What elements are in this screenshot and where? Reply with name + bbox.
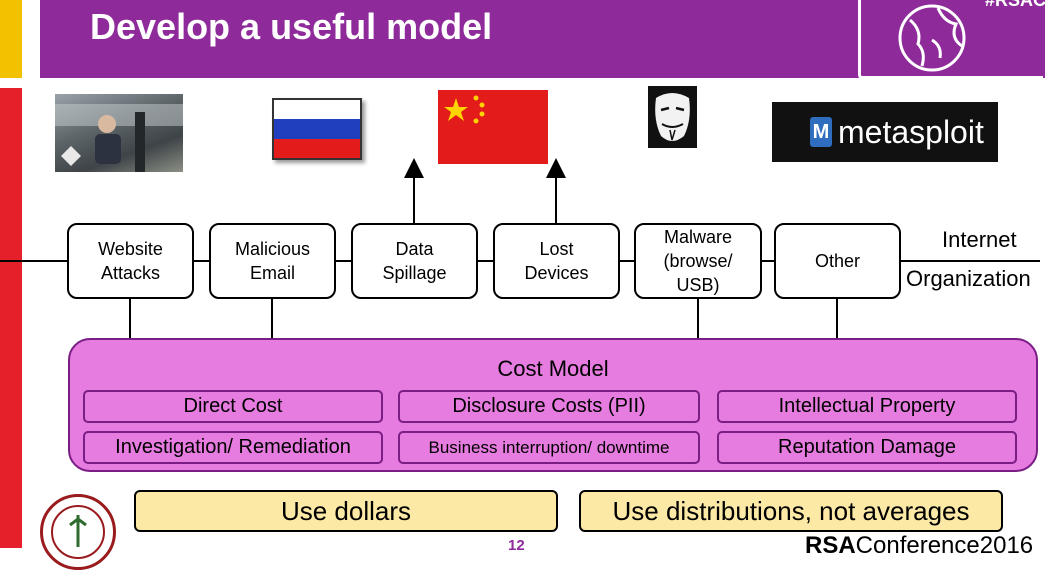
internet-label: Internet — [940, 227, 1019, 253]
cost-model-title: Cost Model — [497, 356, 609, 381]
accent-bar — [0, 0, 22, 78]
globe-frame — [858, 0, 1043, 79]
vector-lost-devices: Lost Devices — [493, 223, 620, 299]
person-photo — [55, 94, 183, 172]
cost-intellectual-property: Intellectual Property — [717, 390, 1017, 423]
conference-label: Conference2016 — [855, 532, 1034, 559]
tree-seal-icon — [51, 505, 105, 559]
rsa-brand: RSA — [805, 532, 856, 559]
slide-header — [40, 0, 1045, 78]
vector-malicious-email: Malicious Email — [209, 223, 336, 299]
organization-label: Organization — [906, 266, 1031, 291]
china-flag — [438, 90, 548, 164]
cost-direct: Direct Cost — [83, 390, 383, 423]
vector-website-attacks: Website Attacks — [67, 223, 194, 299]
rsa-conference-logo: RSAConference2016 — [805, 532, 1033, 560]
cost-investigation: Investigation/ Remediation — [83, 431, 383, 464]
guy-fawkes-mask-icon — [655, 93, 690, 141]
university-seal — [40, 494, 116, 570]
guidance-dollars: Use dollars — [134, 490, 558, 532]
anonymous-mask — [648, 86, 697, 148]
globe-icon — [898, 4, 966, 72]
side-accent-bar — [0, 88, 22, 548]
cost-reputation: Reputation Damage — [717, 431, 1017, 464]
cost-business-interruption: Business interruption/ downtime — [398, 431, 700, 464]
guidance-distributions: Use distributions, not averages — [579, 490, 1003, 532]
hashtag-label: #RSAC — [985, 0, 1045, 10]
vector-other: Other — [774, 223, 901, 299]
page-number: 12 — [508, 537, 525, 554]
metasploit-logo: M metasploit — [772, 102, 998, 162]
russia-flag — [272, 98, 362, 160]
cost-disclosure: Disclosure Costs (PII) — [398, 390, 700, 423]
vector-data-spillage: Data Spillage — [351, 223, 478, 299]
metasploit-m-icon: M — [810, 117, 832, 147]
slide-title: Develop a useful model — [90, 6, 493, 47]
person-silhouette-icon — [55, 104, 183, 172]
metasploit-label: metasploit — [838, 113, 984, 150]
vector-malware: Malware (browse/ USB) — [634, 223, 762, 299]
